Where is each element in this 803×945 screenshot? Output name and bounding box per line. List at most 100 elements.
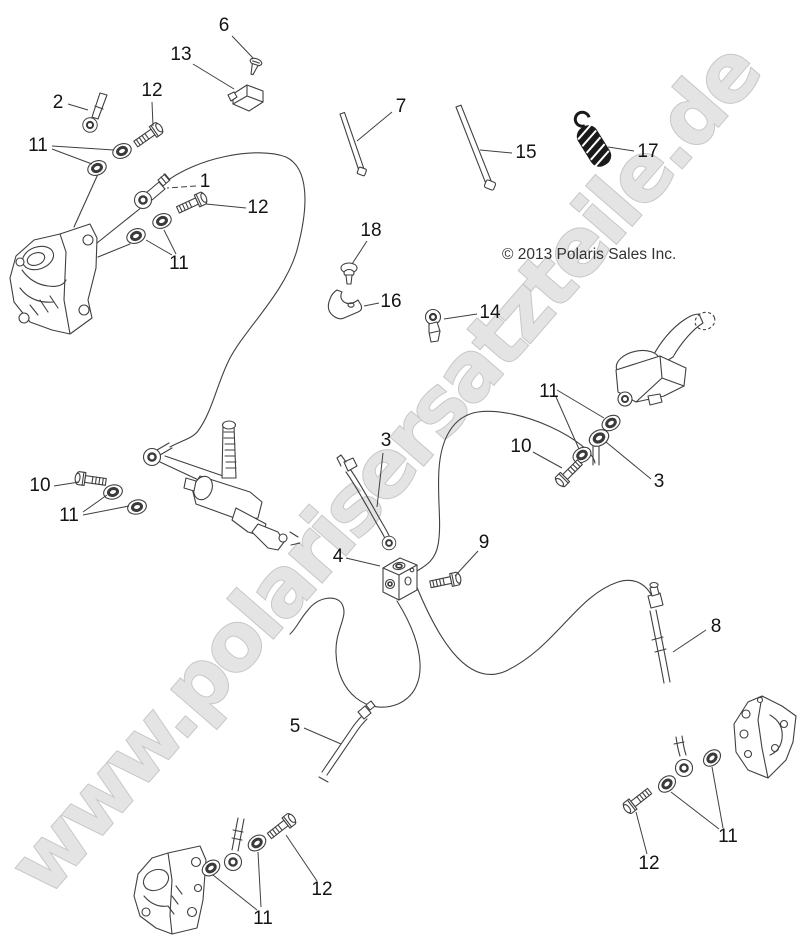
caliper-rear-right: [733, 695, 797, 779]
spring-17: [573, 110, 612, 168]
bolt-12: [131, 120, 166, 150]
master-cylinder-rear: [183, 420, 301, 551]
leader-line-2-0: [67, 103, 89, 111]
leader-line-9-0: [454, 550, 479, 577]
part-number-17: 17: [637, 141, 658, 162]
bolt-12: [174, 190, 210, 217]
leader-line-18-0: [351, 240, 368, 265]
leader-line-17-0: [607, 146, 635, 152]
leader-line-11d-1: [82, 505, 130, 516]
part-number-10a: 10: [29, 475, 50, 496]
brake-hose-8: [647, 581, 671, 684]
part-number-16: 16: [380, 291, 401, 312]
leader-line-13-0: [192, 63, 235, 90]
leader-line-12d-0: [635, 811, 648, 855]
leader-line-11b-1: [145, 239, 173, 256]
leader-line-15-0: [479, 149, 513, 154]
rivet-18: [340, 262, 358, 285]
brake-hose-5: [318, 700, 376, 783]
caliper-rear-left: [133, 845, 207, 935]
fitting-14: [424, 308, 442, 343]
part-number-11b: 11: [169, 253, 189, 274]
washer-11: [123, 224, 149, 248]
part-number-3b: 3: [654, 471, 665, 492]
part-number-11c: 11: [539, 381, 559, 402]
leader-line-11f-1: [670, 791, 720, 830]
banjo-rear-master: [142, 447, 162, 467]
part-number-12a: 12: [141, 80, 162, 101]
leader-line-11b-0: [163, 229, 177, 255]
master-cylinder-front: [615, 311, 716, 407]
washer-11: [698, 744, 726, 772]
cable-rod-15: [455, 104, 497, 191]
part-number-13: 13: [170, 44, 191, 65]
part-number-8: 8: [711, 616, 722, 637]
part-number-12d: 12: [638, 853, 659, 874]
clip-16: [327, 289, 363, 320]
mc-front-hose-stub: [592, 445, 600, 466]
rear-right-line-curve: [415, 579, 655, 675]
leader-line-11f-0: [711, 766, 724, 829]
screw-6: [249, 57, 263, 76]
leader-line-11a-0: [51, 145, 115, 151]
connector-13: [227, 84, 264, 112]
part-number-11a: 11: [28, 135, 48, 156]
center-s-curve: [416, 410, 596, 572]
part-number-7: 7: [396, 96, 407, 117]
brake-hose-3: [336, 454, 397, 551]
bolt-10: [73, 470, 108, 489]
part-number-11d: 11: [59, 505, 79, 526]
washer-11: [568, 442, 596, 468]
washer-11: [243, 830, 271, 856]
part-number-11e: 11: [253, 908, 273, 929]
washer-11: [109, 139, 135, 163]
assembly-lines: [73, 173, 227, 484]
leader-line-12b-0: [205, 203, 247, 209]
leader-line-16-0: [363, 302, 380, 307]
part-number-5: 5: [290, 716, 301, 737]
part-number-1: 1: [200, 171, 211, 192]
leader-line-10b-0: [532, 451, 563, 469]
leader-line-12c-0: [285, 834, 318, 882]
leader-line-3b-0: [605, 441, 652, 480]
cable-rod-7: [339, 111, 367, 177]
leader-line-11c-0: [556, 389, 605, 419]
front-line-hose-end: [156, 442, 173, 456]
washer-11: [149, 209, 175, 233]
part-number-15: 15: [515, 142, 536, 163]
part-number-12c: 12: [311, 879, 332, 900]
part-number-4: 4: [333, 546, 344, 567]
copyright-text: © 2013 Polaris Sales Inc.: [502, 246, 676, 263]
leader-line-1-0: [166, 185, 197, 189]
caliper-front-left: [9, 223, 98, 335]
part-number-18: 18: [360, 220, 381, 241]
leader-line-7-0: [356, 111, 393, 142]
washer-11: [84, 156, 110, 180]
fitting-1: [133, 173, 171, 210]
part-number-9: 9: [479, 532, 490, 553]
leader-line-11c-1: [555, 396, 580, 450]
leader-line-11e-1: [257, 851, 262, 908]
bolt-10: [552, 457, 585, 490]
washer-11: [653, 770, 681, 798]
part-number-14: 14: [479, 302, 501, 323]
leader-line-12a-0: [151, 101, 154, 127]
leader-line-6-0: [231, 35, 254, 59]
leader-line-11d-0: [82, 494, 108, 513]
part-number-2: 2: [53, 92, 64, 113]
part-number-12b: 12: [247, 197, 268, 218]
banjo-rear-left: [223, 817, 245, 872]
front-brake-line-curve: [162, 152, 306, 448]
part-number-6: 6: [219, 15, 230, 36]
part-number-3a: 3: [381, 430, 392, 451]
leader-line-3a-0: [376, 452, 384, 508]
bolt-12: [264, 811, 299, 842]
leader-line-10a-0: [53, 481, 80, 487]
leader-line-5-0: [303, 727, 342, 745]
watermark-text: www.polarisersatzteile.de: [0, 26, 777, 911]
washer-11: [124, 496, 150, 518]
junction-block-4: [382, 557, 418, 601]
